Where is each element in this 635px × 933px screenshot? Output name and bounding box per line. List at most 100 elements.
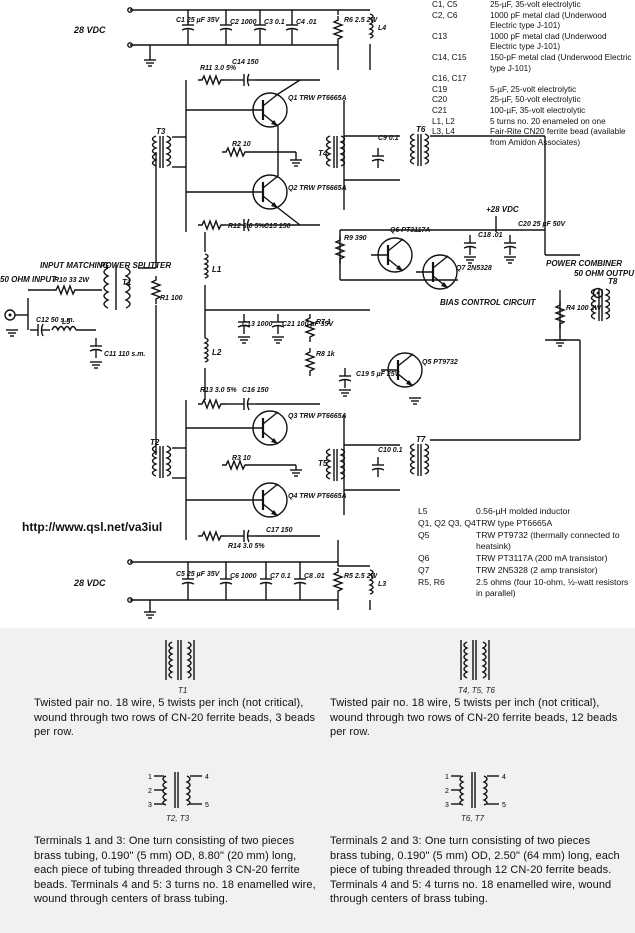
t6-label: T6	[416, 125, 426, 134]
upper-amplifier-stage	[185, 73, 346, 232]
t23-pin-3: 3	[148, 802, 152, 809]
c13-label: C13 1000	[242, 321, 272, 328]
t6-output-stage	[344, 133, 546, 255]
bottom-supply-rail	[127, 540, 374, 619]
parts-row: Q5 TRW PT9732 (thermally connected to hea…	[418, 530, 635, 552]
t23-pin-4: 4	[205, 774, 209, 781]
top-supply-rail	[127, 7, 374, 70]
part-ref: C16, C17	[432, 74, 467, 84]
r14-label: R14 3.0 5%	[228, 543, 265, 550]
c2-label: C2 1000	[230, 19, 257, 26]
c16-label: C16 150	[242, 387, 269, 394]
parts-row: C21 100-µF, 35-volt electrolytic	[432, 106, 635, 117]
part-ref: Q5	[418, 530, 430, 540]
l2-label: L2	[212, 348, 222, 357]
lower-amplifier-stage	[185, 397, 346, 543]
caption-t456: T4, T5, T6	[458, 686, 495, 695]
part-ref: Q1, Q2 Q3, Q4	[418, 518, 476, 528]
c11-label: C11 110 s.m.	[104, 351, 145, 358]
r12-label: R12 3.0 5%	[228, 223, 265, 230]
l1-label: L1	[212, 265, 222, 274]
power-combiner-label: POWER COMBINER	[546, 259, 622, 268]
source-url[interactable]: http://www.qsl.net/va3iul	[22, 520, 163, 534]
part-desc: 100-µF, 35-volt electrolytic	[490, 105, 586, 115]
part-desc: TRW PT9732 (thermally connected to heats…	[476, 530, 620, 551]
part-ref: C2, C6	[432, 10, 458, 20]
part-ref: C13	[432, 31, 448, 41]
t4-label: T4	[318, 149, 328, 158]
parts-row: L5 0.56-µH molded inductor	[418, 506, 635, 517]
t23-sketch	[154, 772, 202, 808]
part-desc: 1000 pF metal clad (Underwood Electric t…	[490, 31, 607, 52]
parts-row: C16, C17	[432, 74, 635, 85]
c9-label: C9 0.1	[378, 135, 399, 142]
transformer-notes: 1 2 3 4 5 1 2 3 4 5 T1 T4, T5, T6 T2, T3…	[0, 628, 635, 933]
t67-pin-1: 1	[445, 774, 449, 781]
caption-t67: T6, T7	[461, 814, 485, 823]
input-matching-label: INPUT MATCHING	[40, 261, 109, 270]
r2-label: R2 10	[232, 141, 251, 148]
note-t1: Twisted pair no. 18 wire, 5 twists per i…	[34, 697, 316, 739]
c21-label: C21 100 µF 35V	[282, 321, 334, 328]
part-ref: C21	[432, 105, 448, 115]
bias-control-circuit	[335, 216, 545, 291]
r8-label: R8 1k	[316, 351, 336, 358]
t2-label: T2	[150, 438, 160, 447]
part-desc: 1000 pF metal clad (Underwood Electric t…	[490, 10, 607, 31]
c3-label: C3 0.1	[264, 19, 285, 26]
c17-label: C17 150	[266, 527, 293, 534]
part-ref: R5, R6	[418, 577, 445, 587]
part-ref: C20	[432, 95, 448, 105]
l3-label: L3	[378, 581, 386, 588]
parts-row: Q6 TRW PT3117A (200 mA transistor)	[418, 553, 635, 564]
schematic: 28 VDC 28 VDC +28 VDC 50 OHM INPUT 50 OH…	[0, 7, 635, 619]
q4-label: Q4 TRW PT6665A	[288, 493, 347, 500]
t67-pin-4: 4	[502, 774, 506, 781]
vdc-bottom-label: 28 VDC	[73, 578, 106, 588]
c19-label: C19 5 µF 25V	[356, 371, 401, 378]
part-desc: 150-pF metal clad (Underwood Electric ty…	[490, 52, 632, 73]
c6-label: C6 1000	[230, 573, 257, 580]
part-desc: TRW PT3117A (200 mA transistor)	[476, 553, 608, 563]
r13-label: R13 3.0 5%	[200, 387, 237, 394]
c14-label: C14 150	[232, 59, 259, 66]
part-desc: Fair-Rite CN20 ferrite bead (available f…	[490, 127, 626, 147]
q7-label: Q7 2N5328	[456, 265, 492, 272]
c18-label: C18 .01	[478, 232, 503, 239]
part-ref: Q6	[418, 553, 430, 563]
part-desc: 0.56-µH molded inductor	[476, 506, 571, 516]
output-combiner	[545, 254, 611, 440]
input-network	[4, 152, 161, 455]
c4-label: C4 .01	[296, 19, 317, 26]
input-label: 50 OHM INPUT	[0, 275, 57, 284]
r3-label: R3 10	[232, 455, 251, 462]
q5-label: Q5 PT9732	[422, 359, 458, 366]
part-desc: 25-µF, 35-volt electrolytic	[490, 0, 581, 9]
part-desc: 5-µF, 25-volt electrolytic	[490, 84, 577, 94]
c15-label: C15 150	[264, 223, 291, 230]
caption-t23: T2, T3	[166, 814, 190, 823]
q3-label: Q3 TRW PT6665A	[288, 413, 347, 420]
part-ref: L5	[418, 506, 428, 516]
part-desc: TRW 2N5328 (2 amp transistor)	[476, 565, 598, 575]
t23-pin-1: 1	[148, 774, 152, 781]
part-desc	[490, 74, 635, 85]
t67-pin-2: 2	[445, 788, 449, 795]
t23-pin-2: 2	[148, 788, 152, 795]
center-feed	[204, 232, 424, 405]
l5-label: L5	[62, 319, 70, 326]
r7-label: R7 1	[316, 319, 331, 326]
t8-label: T8	[608, 277, 618, 286]
l4-label: L4	[378, 25, 386, 32]
t3-label: T3	[156, 127, 166, 136]
c10-label: C10 0.1	[378, 447, 403, 454]
